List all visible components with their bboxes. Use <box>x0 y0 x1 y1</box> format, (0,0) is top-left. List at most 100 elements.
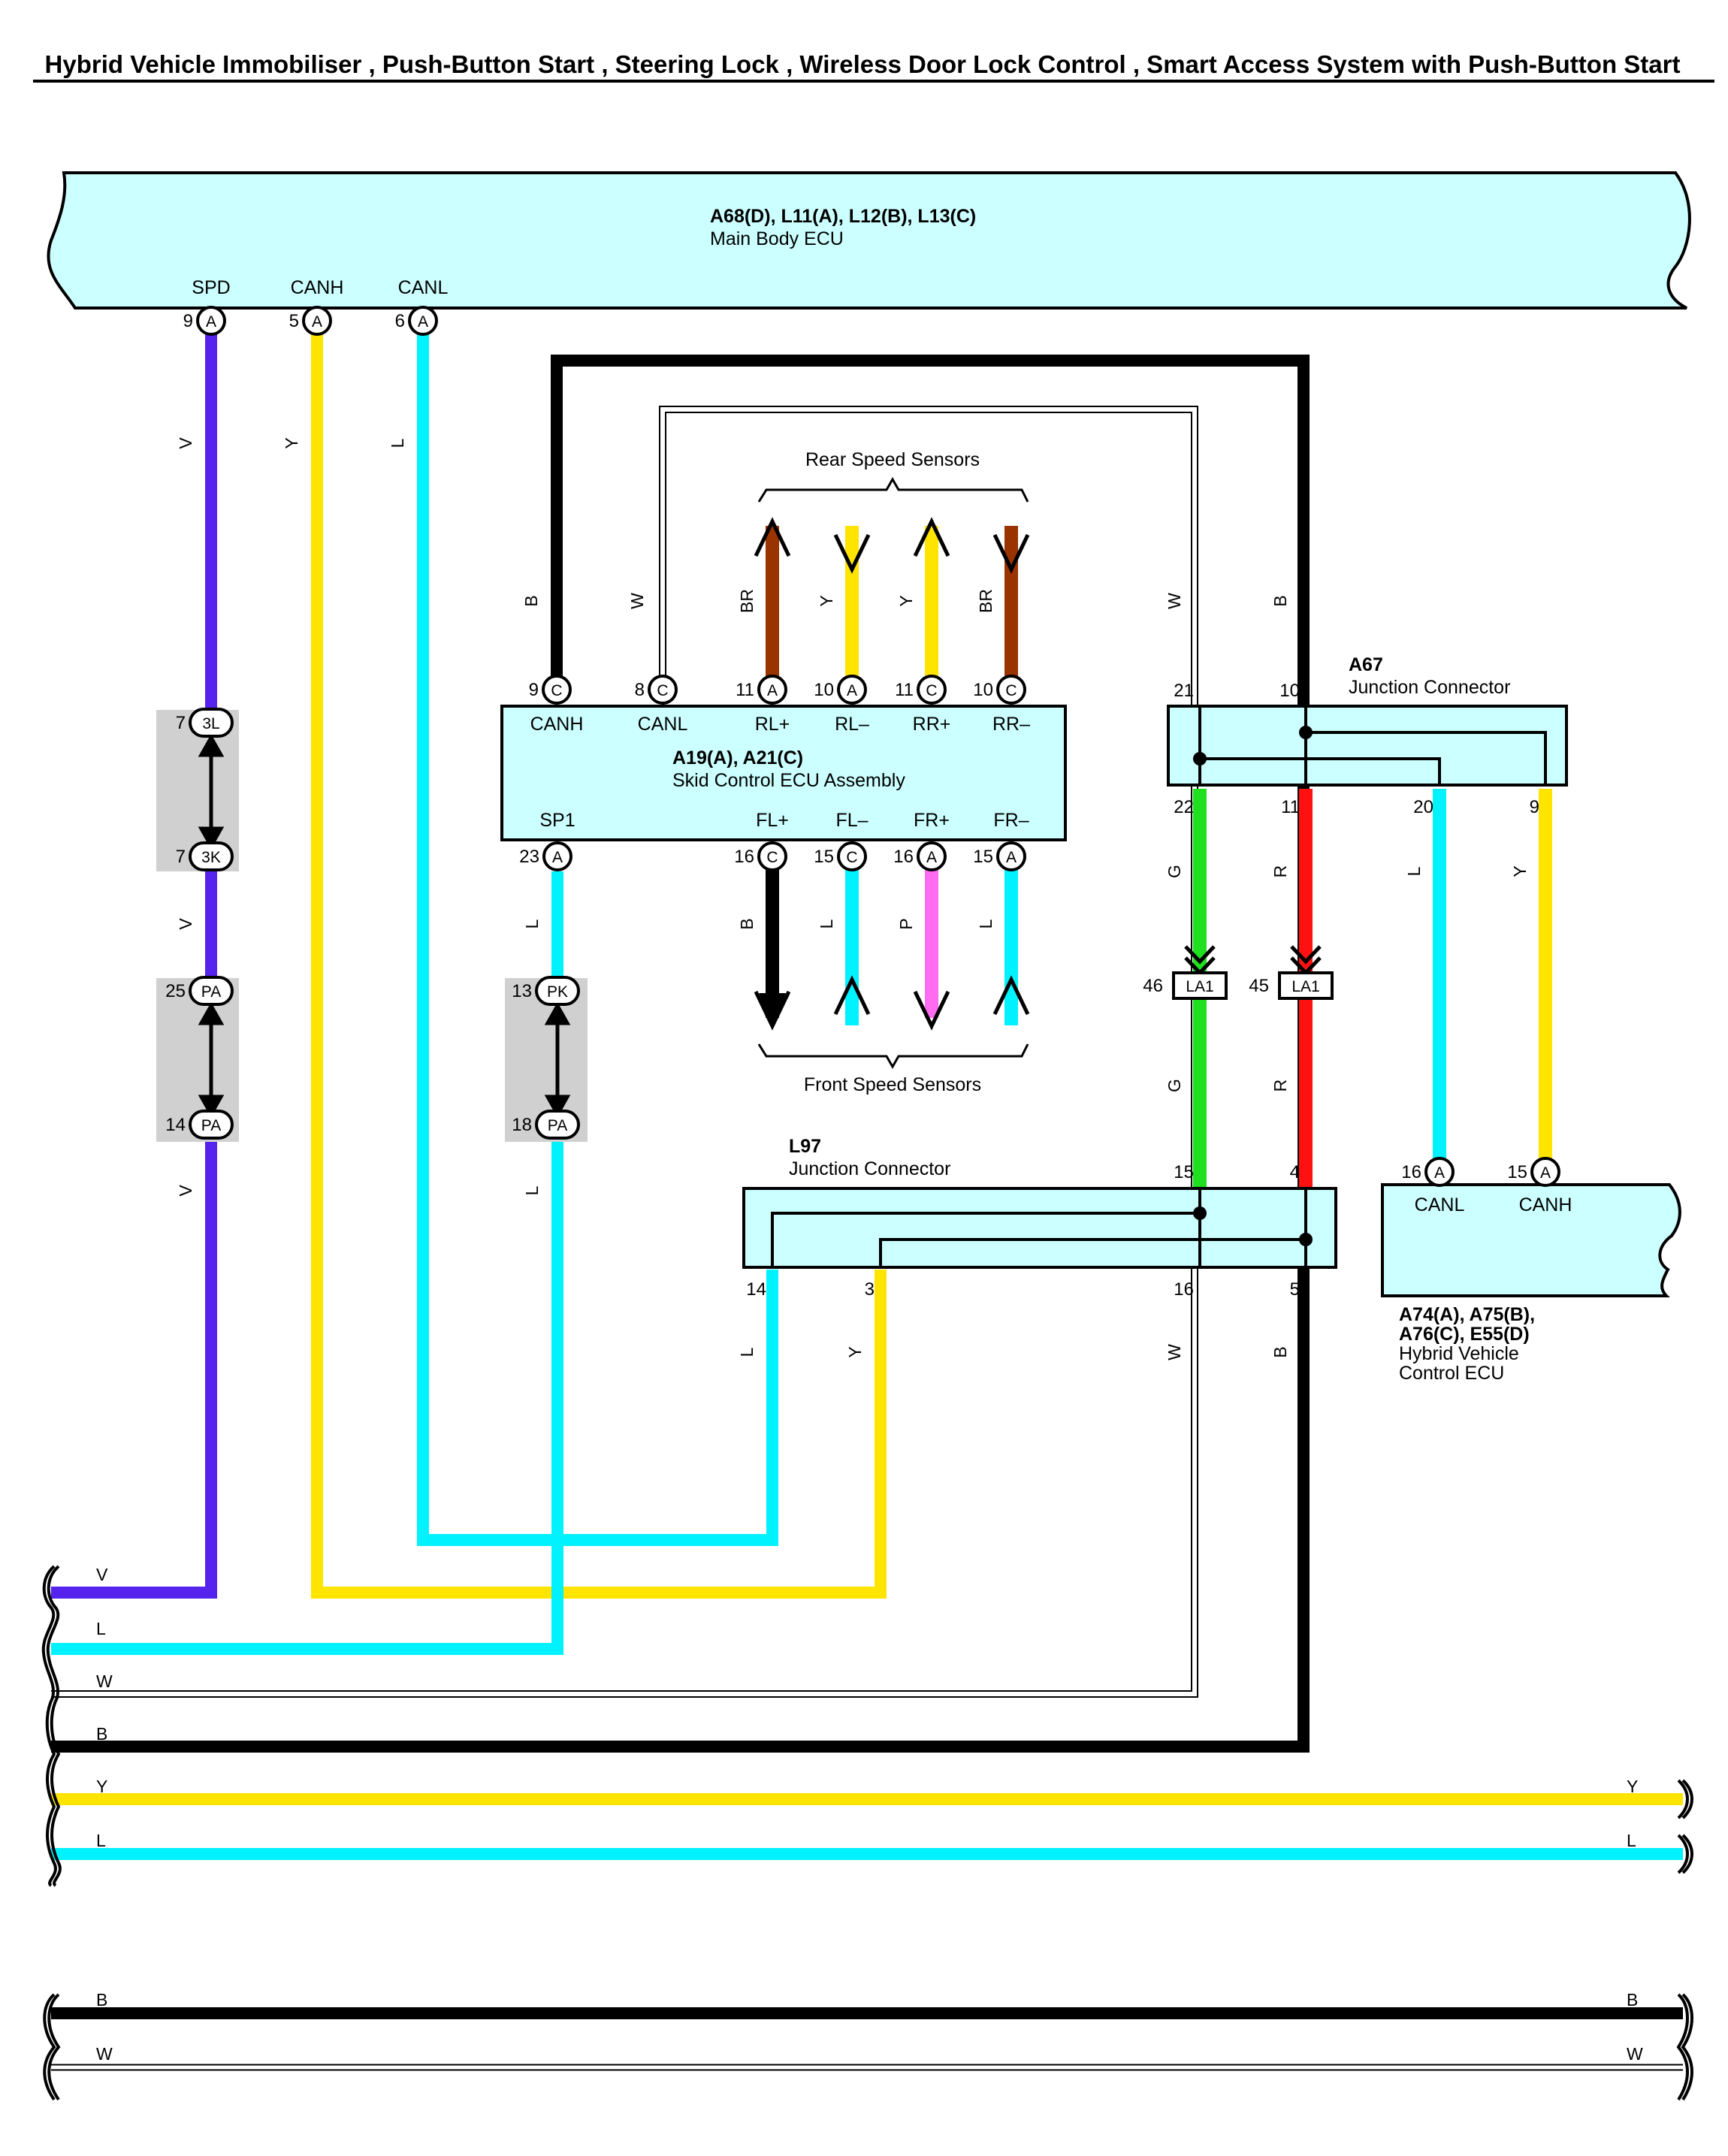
a67-bottom-wire-color-3: Y <box>1510 865 1530 877</box>
l97-bottom-pin-0: 14 <box>746 1279 766 1300</box>
bus-break-marks <box>41 1565 1693 2101</box>
skid-ecu-top-pin-2-terminal <box>757 675 787 705</box>
diagram-title: Hybrid Vehicle Immobiliser , Push-Button… <box>45 50 1681 78</box>
l97-name: Junction Connector <box>789 1158 950 1179</box>
main-body-ecu-pin-1-pin-number: 5 <box>289 311 299 331</box>
a67-bottom-pin-3: 9 <box>1530 797 1539 817</box>
inline-connector-0-top-code: 3L <box>202 715 219 732</box>
main-body-ecu-wire-color-1: Y <box>282 437 301 448</box>
skid-ecu-top-pin-1-connector-letter: C <box>657 682 668 699</box>
bus-bottom-left-label-0: B <box>96 1990 107 2010</box>
bus-full-right-label-0: Y <box>1627 1777 1638 1796</box>
bus-bottom-right-label-0: B <box>1627 1990 1638 2010</box>
la1-46-wire-color: G <box>1165 1079 1184 1092</box>
hv-ecu-pin-label-1: CANH <box>1519 1194 1572 1215</box>
main-body-ecu-pin-1-terminal <box>302 306 332 336</box>
hv-ecu-id-2: A76(C), E55(D) <box>1399 1324 1530 1345</box>
skid-ecu-top-pin-5-pin-number: 10 <box>973 680 993 700</box>
skid-ecu-top-pin-1-pin-number: 8 <box>635 680 645 700</box>
skid-ecu-bottom-pin-label-2: FL– <box>835 810 868 831</box>
inline-connector-1-bottom-pill <box>189 1110 234 1140</box>
hv-ecu-name-1: Hybrid Vehicle <box>1399 1343 1519 1364</box>
a67-bottom-pin-1: 11 <box>1281 797 1300 817</box>
skid-ecu-bottom-pin-2-connector-letter: C <box>846 849 857 866</box>
hv-ecu-pin-1-pin-number: 15 <box>1507 1162 1527 1182</box>
rear-sensor-wires <box>766 526 1018 690</box>
la1-45-wire-color: R <box>1270 1080 1290 1092</box>
hv-ecu-id-1: A74(A), A75(B), <box>1399 1304 1535 1325</box>
front-sensors-brace <box>757 1043 1029 1070</box>
skid-ecu-top-pin-4-pin-number: 11 <box>895 680 914 700</box>
skid-ecu-bottom-pin-2-terminal <box>837 841 867 871</box>
inline-connector-1-bottom-pin-number: 14 <box>165 1115 186 1135</box>
a67-bottom-wire-color-1: R <box>1270 865 1290 878</box>
skid-ecu-top-pin-0-terminal <box>542 675 572 705</box>
main-body-ecu-pin-1-connector-letter: A <box>312 313 322 331</box>
skid-ecu-bottom-pin-1-terminal <box>757 841 787 871</box>
main-body-ecu-wire-color-0: V <box>176 437 195 449</box>
wire-color-l-low: L <box>522 1185 542 1195</box>
skid-ecu-top-pin-5-terminal <box>996 675 1026 705</box>
main-body-ecu-pin-label-2: CANL <box>398 277 449 298</box>
a67-bottom-pin-2: 20 <box>1413 797 1433 817</box>
bus-left-label-2: W <box>96 1671 113 1691</box>
skid-ecu-bottom-pin-1-pin-number: 16 <box>734 847 754 867</box>
skid-ecu-bottom-pin-0-terminal <box>542 841 572 871</box>
bus-full-right-label-1: L <box>1627 1831 1636 1850</box>
hv-ecu-pin-1-connector-letter: A <box>1540 1164 1551 1182</box>
skid-ecu-bottom-pin-4-connector-letter: A <box>1006 849 1017 866</box>
skid-ecu-top-pin-0-connector-letter: C <box>551 682 562 699</box>
skid-ecu-bottom-pin-4-pin-number: 15 <box>973 847 993 867</box>
skid-ecu-top-pin-0-pin-number: 9 <box>529 680 539 700</box>
l97-bottom-pin-2: 16 <box>1174 1279 1194 1300</box>
a67-name: Junction Connector <box>1349 677 1510 698</box>
bus-full-left-label-0: Y <box>96 1777 107 1796</box>
skid-ecu-bottom-pin-0-pin-number: 23 <box>519 847 539 867</box>
bus-left-label-1: L <box>96 1619 106 1638</box>
skid-ecu-bottom-pin-4-terminal <box>996 841 1026 871</box>
inline-connector-0-top-pill <box>189 708 234 738</box>
a67-bottom-wire-color-0: G <box>1165 865 1184 878</box>
l97-bottom-wire-color-3: B <box>1270 1346 1290 1357</box>
inline-connector-2-bottom-pin-number: 18 <box>512 1115 532 1135</box>
skid-ecu-bottom-wire-color-2: L <box>817 919 836 929</box>
a67-top-pin-0: 21 <box>1174 681 1194 701</box>
la1-connectors: LA1 LA1 46 45 <box>1143 945 1334 1000</box>
inline-connector-0-top-pin-number: 7 <box>176 713 186 733</box>
hv-ecu-pin-0-terminal <box>1424 1157 1455 1187</box>
skid-ecu-top-wire-color-0: B <box>521 595 541 606</box>
skid-ecu-bottom-pin-label-0: SP1 <box>539 810 575 831</box>
bus-left-label-0: V <box>96 1565 108 1584</box>
skid-ecu-top-pin-label-5: RR– <box>992 714 1030 735</box>
skid-ecu-top-pin-2-connector-letter: A <box>767 682 778 699</box>
bus-left-label-3: B <box>96 1724 107 1744</box>
inline-connector-1-top-code: PA <box>201 983 221 1001</box>
inline-connector-0-bottom-pill <box>189 841 234 871</box>
inline-connector-1-bottom-code: PA <box>201 1117 221 1134</box>
skid-ecu-top-pin-3-terminal <box>837 675 867 705</box>
skid-ecu-bottom-pin-1-connector-letter: C <box>766 849 778 866</box>
front-speed-sensors-label: Front Speed Sensors <box>804 1074 981 1095</box>
inline-connector-2-bottom-code: PA <box>548 1117 567 1134</box>
l97-id: L97 <box>789 1136 821 1157</box>
hv-ecu-pin-label-0: CANL <box>1415 1194 1465 1215</box>
skid-ecu-bottom-pin-3-pin-number: 16 <box>893 847 914 867</box>
rear-sensor-arrows <box>754 517 1030 574</box>
skid-ecu-name: Skid Control ECU Assembly <box>672 770 905 791</box>
hybrid-vehicle-control-ecu: A74(A), A75(B), A76(C), E55(D) Hybrid Ve… <box>1381 1183 1681 1384</box>
main-body-ecu-pin-2-terminal <box>408 306 438 336</box>
bottom-buses <box>51 1793 1683 2071</box>
skid-ecu-bottom-wire-color-3: P <box>896 918 916 929</box>
skid-ecu-top-wire-color-3: Y <box>817 595 836 606</box>
skid-ecu-bottom-wire-color-0: L <box>522 919 542 929</box>
skid-ecu-bottom-pin-label-4: FR– <box>993 810 1029 831</box>
skid-ecu-top-pin-label-2: RL+ <box>755 714 790 735</box>
skid-ecu-top-pin-label-1: CANL <box>638 714 688 735</box>
skid-ecu-bottom-pin-label-1: FL+ <box>756 810 789 831</box>
skid-ecu-bottom-pin-3-terminal <box>917 841 947 871</box>
la1-46-pin: 46 <box>1143 976 1163 996</box>
la1-46-name: LA1 <box>1186 978 1213 995</box>
inline-connector-arrows <box>198 733 571 1119</box>
front-sensor-wires <box>766 864 1018 1025</box>
skid-control-ecu: A19(A), A21(C) Skid Control ECU Assembly <box>500 705 1067 841</box>
